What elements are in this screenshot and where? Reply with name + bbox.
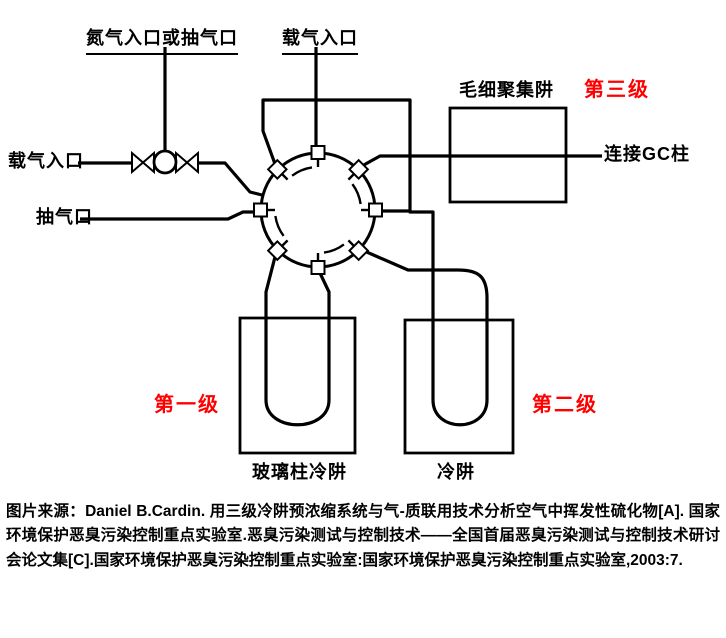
trap2-loop-line bbox=[263, 100, 487, 425]
glass-trap-box bbox=[240, 318, 355, 453]
capillary-trap-box bbox=[450, 108, 566, 202]
trap1-tube bbox=[266, 253, 329, 425]
carrier-left-label: 载气入口 bbox=[8, 151, 84, 171]
rotor-arc bbox=[352, 184, 360, 204]
glass-trap-label: 玻璃柱冷阱 bbox=[252, 462, 347, 482]
nitrogen-inlet-label: 氮气入口或抽气口 bbox=[86, 24, 238, 55]
valve-bowtie-right bbox=[176, 153, 187, 172]
port-stub bbox=[348, 240, 354, 246]
valve-port bbox=[369, 204, 382, 217]
t-valve-body bbox=[154, 151, 176, 173]
source-caption: 图片来源：Daniel B.Cardin. 用三级冷阱预浓缩系统与气-质联用技术… bbox=[6, 503, 720, 569]
stage2-label: 第二级 bbox=[532, 394, 598, 416]
valve-port bbox=[254, 204, 267, 217]
valve-port bbox=[268, 160, 286, 178]
port-stub bbox=[282, 174, 288, 180]
pump-port-label: 抽气口 bbox=[36, 207, 93, 227]
port-stub bbox=[348, 174, 354, 180]
tvalve-to-valve-line bbox=[198, 163, 262, 195]
cold-trap-label: 冷阱 bbox=[437, 462, 475, 482]
carrier-top-label: 载气入口 bbox=[282, 24, 358, 55]
valve-bowtie-right2 bbox=[187, 153, 198, 172]
valve-bowtie-left bbox=[132, 153, 143, 172]
t-valve bbox=[132, 151, 198, 173]
valve-port bbox=[312, 261, 325, 274]
rotor-arc bbox=[292, 167, 312, 175]
stage1-label: 第一级 bbox=[154, 394, 220, 416]
rotary-valve bbox=[254, 146, 382, 274]
preconcentrator-diagram bbox=[0, 0, 726, 495]
rotor-arc bbox=[324, 244, 344, 252]
valve-port bbox=[349, 241, 367, 259]
valve-bowtie-left2 bbox=[143, 153, 154, 172]
gc-connect-label: 连接GC柱 bbox=[604, 144, 690, 164]
valve-port bbox=[349, 160, 367, 178]
cold-trap-box bbox=[405, 320, 513, 453]
gc-line bbox=[362, 156, 602, 166]
capillary-trap-label: 毛细聚集阱 bbox=[459, 80, 554, 100]
valve-port bbox=[268, 241, 286, 259]
port-stub bbox=[282, 240, 288, 246]
valve-port bbox=[312, 146, 325, 159]
stage3-label: 第三级 bbox=[584, 79, 650, 101]
rotor-arc bbox=[275, 216, 283, 236]
pump-line bbox=[80, 212, 256, 219]
